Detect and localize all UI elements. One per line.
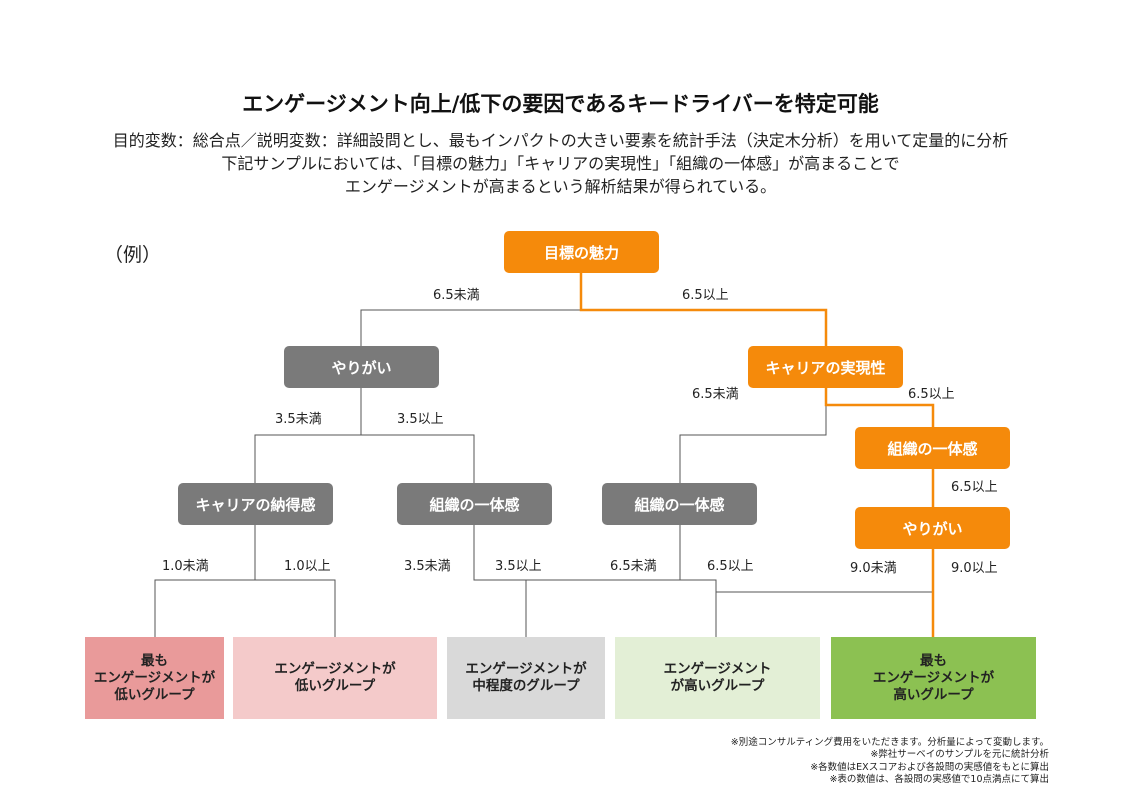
edge-label-soshiki-mid-high: 3.5以上 (495, 559, 542, 574)
subtitle-line-1: 目的変数：総合点／説明変数：詳細設問とし、最もインパクトの大きい要素を統計手法（… (112, 131, 1009, 150)
connector-highlight-career-to-soshiki (824, 387, 935, 427)
connector-soshiki-right-low-split (526, 525, 717, 637)
connector-root-to-yarigai (360, 273, 582, 346)
result-highest-line-1: 最も (919, 652, 947, 669)
edge-label-yarigai-low: 3.5未満 (275, 412, 322, 427)
node-soshiki-right-high: 組織の一体感 (855, 427, 1010, 469)
connector-nattoku-split (154, 525, 336, 637)
result-highest-line-3: 高いグループ (893, 686, 974, 703)
edge-label-nattoku-low: 1.0未満 (162, 559, 209, 574)
connector-highlight-root-to-career (579, 273, 828, 346)
result-high-line-2: が高いグループ (670, 678, 765, 694)
subtitle-line-3: エンゲージメントが高まるという解析結果が得られている。 (344, 177, 777, 196)
result-high-group: エンゲージメント が高いグループ (615, 637, 820, 719)
connector-soshiki-mid-split (473, 525, 527, 637)
edge-label-career-low: 6.5未満 (692, 387, 739, 402)
result-low-line-2: 低いグループ (294, 678, 376, 694)
footnote-1: ※別途コンサルティング費用をいただきます。分析量によって変動します。 (730, 737, 1049, 748)
edge-label-soshiki-mid-low: 3.5未満 (404, 559, 451, 574)
edge-label-soshiki-high-high: 6.5以上 (951, 480, 998, 495)
result-highest-line-2: エンゲージメントが (872, 669, 995, 686)
footnote-3: ※各数値はEXスコアおよび各設問の実感値をもとに算出 (810, 762, 1049, 773)
example-label: （例） (104, 244, 162, 266)
node-yarigai-left: やりがい (284, 346, 439, 388)
subtitle-line-2: 下記サンプルにおいては、「目標の魅力」「キャリアの実現性」「組織の一体感」が高ま… (221, 154, 900, 173)
edge-label-soshiki-right-high: 6.5以上 (707, 559, 754, 574)
edge-label-root-high: 6.5以上 (682, 288, 729, 303)
result-mid-line-2: 中程度のグループ (472, 678, 580, 694)
result-lowest-line-2: エンゲージメントが (93, 669, 216, 686)
edge-label-yarigai-right-low: 9.0未満 (850, 561, 897, 576)
node-soshiki-right-low: 組織の一体感 (602, 483, 757, 525)
node-mokuhyo-miryoku: 目標の魅力 (504, 231, 659, 273)
edge-label-soshiki-right-low: 6.5未満 (610, 559, 657, 574)
node-career-nattoku: キャリアの納得感 (178, 483, 333, 525)
node-soshiki-mid: 組織の一体感 (397, 483, 552, 525)
page-title: エンゲージメント向上/低下の要因であるキードライバーを特定可能 (242, 92, 879, 116)
result-highest-group: 最も エンゲージメントが 高いグループ (831, 637, 1036, 719)
result-lowest-group: 最も エンゲージメントが 低いグループ (85, 637, 224, 719)
result-low-group: エンゲージメントが 低いグループ (233, 637, 437, 719)
edge-label-root-low: 6.5未満 (433, 288, 480, 303)
footnote-2: ※弊社サーベイのサンプルを元に統計分析 (870, 749, 1049, 760)
footnote-4: ※表の数値は、各設問の実感値で10点満点にて算出 (829, 774, 1049, 785)
node-yarigai-right: やりがい (855, 507, 1010, 549)
result-low-line-1: エンゲージメントが (274, 661, 396, 677)
result-lowest-line-1: 最も (140, 652, 168, 669)
edge-label-yarigai-high: 3.5以上 (397, 412, 444, 427)
edge-label-nattoku-high: 1.0以上 (284, 559, 331, 574)
result-lowest-line-3: 低いグループ (114, 686, 195, 703)
result-mid-line-1: エンゲージメントが (465, 661, 587, 677)
edge-label-yarigai-right-high: 9.0以上 (951, 561, 998, 576)
edge-label-career-high: 6.5以上 (908, 387, 955, 402)
node-career-jitsugen: キャリアの実現性 (748, 346, 903, 388)
connector-career-to-soshiki-right-low (679, 387, 827, 483)
result-high-line-1: エンゲージメント (663, 661, 772, 677)
connector-yarigai-split (254, 387, 475, 483)
result-mid-group: エンゲージメントが 中程度のグループ (447, 637, 605, 719)
